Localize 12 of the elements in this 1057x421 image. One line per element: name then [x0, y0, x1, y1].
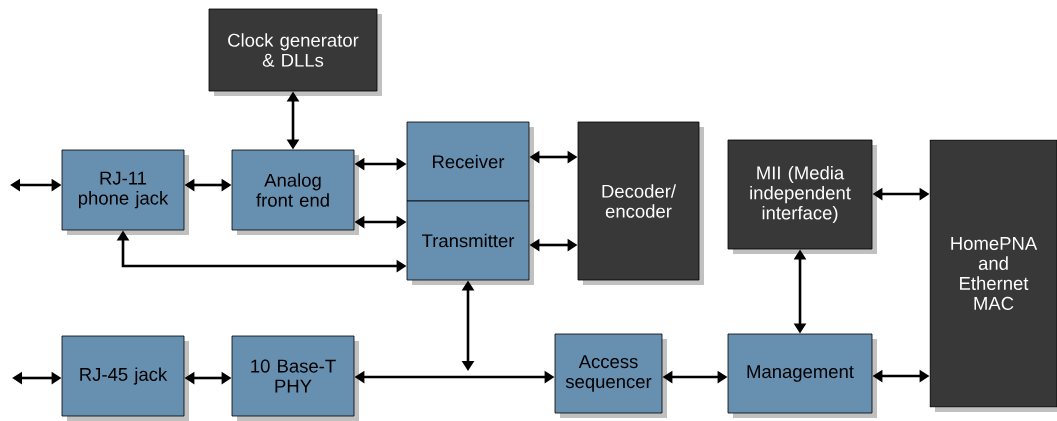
process-box: MII (Media independent interface): [727, 139, 877, 254]
process-box: Transmitter: [406, 200, 534, 285]
process-box: RJ-11 phone jack: [61, 149, 189, 235]
process-box: Management: [727, 333, 877, 418]
process-box: RJ-45 jack: [61, 335, 189, 421]
process-box: Analog front end: [231, 149, 359, 235]
process-box: Access sequencer: [554, 333, 667, 418]
process-box: Clock generator & DLLs: [208, 8, 382, 96]
process-box: 10 Base-T PHY: [231, 335, 359, 421]
process-box: Receiver: [406, 121, 534, 206]
process-box: Decoder/ encoder: [577, 121, 704, 285]
process-box: HomePNA and Ethernet MAC: [929, 139, 1057, 412]
